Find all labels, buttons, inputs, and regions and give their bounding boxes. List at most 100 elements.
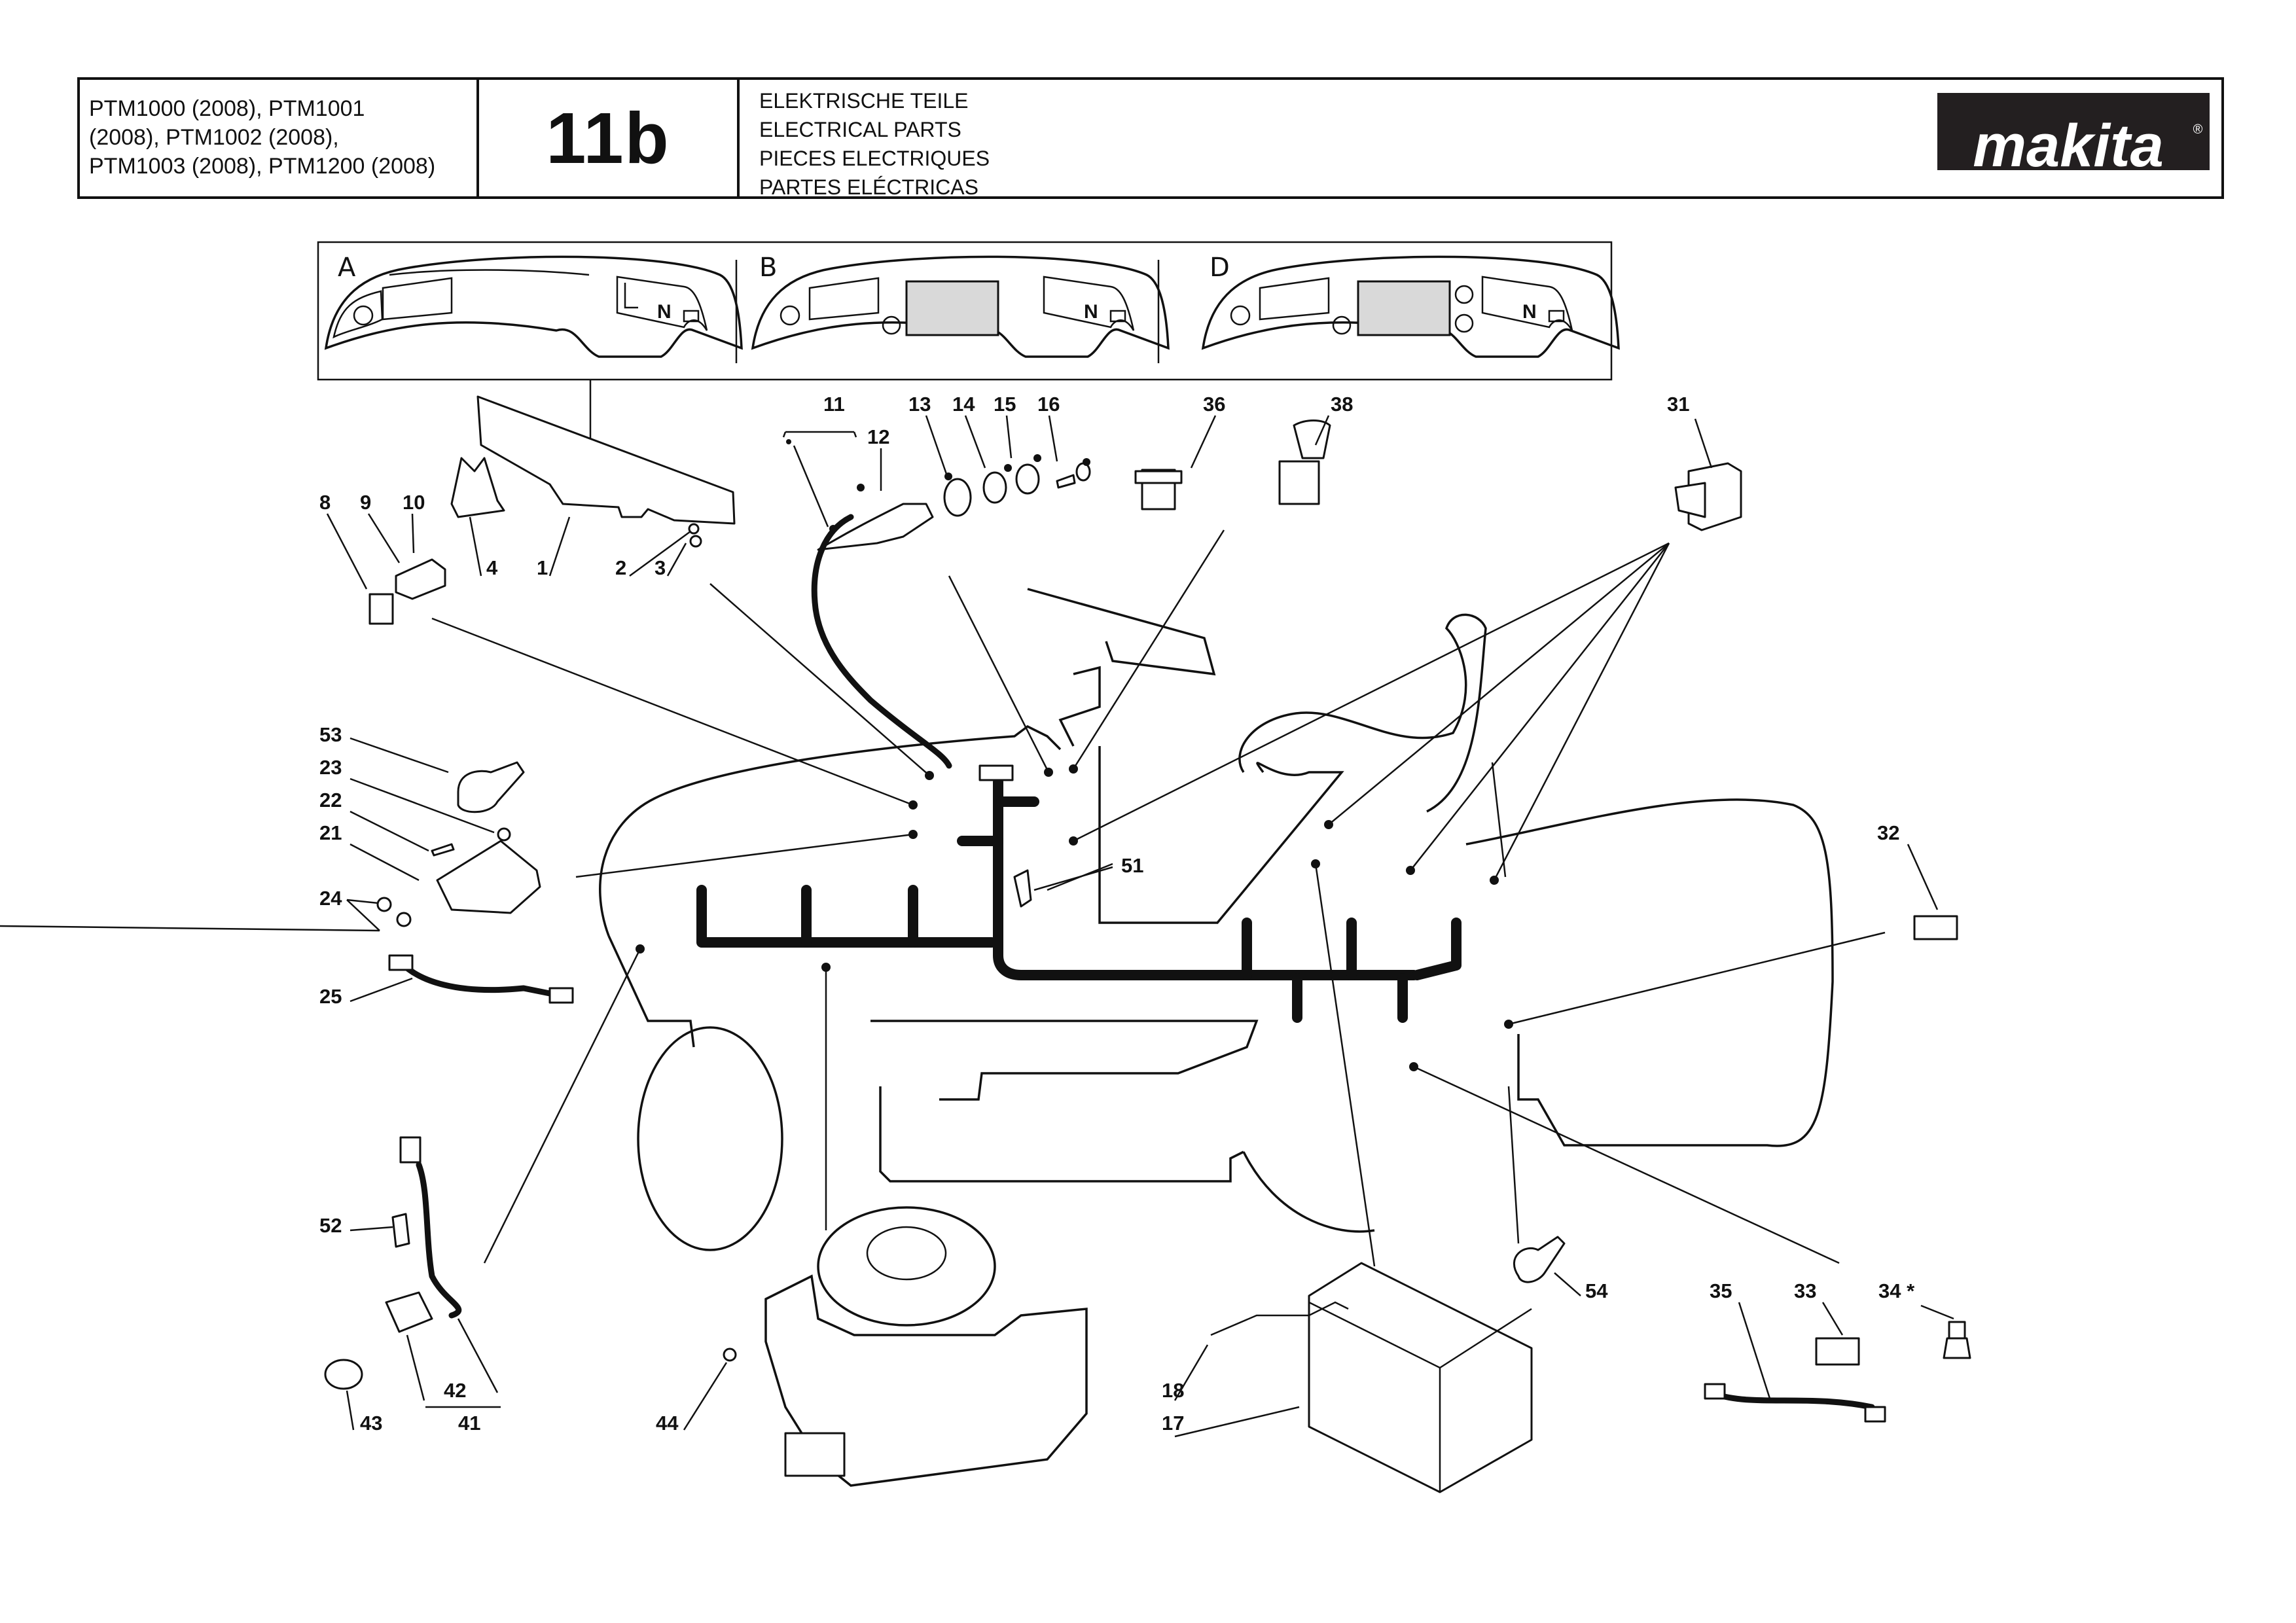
wire-part-35 bbox=[1712, 1391, 1875, 1410]
callout-53: 53 bbox=[319, 723, 342, 746]
switch-part-33 bbox=[1815, 1337, 1860, 1366]
callout-4: 4 bbox=[486, 556, 498, 579]
model-line: PTM1000 (2008), PTM1001 bbox=[89, 96, 365, 121]
callout-51: 51 bbox=[1121, 854, 1143, 877]
variant-letter: D bbox=[1210, 253, 1230, 283]
model-list: PTM1000 (2008), PTM1001 (2008), PTM1002 … bbox=[80, 80, 479, 196]
nut-part-23 bbox=[497, 827, 511, 842]
battery-icon bbox=[683, 310, 700, 323]
callout-15: 15 bbox=[994, 393, 1016, 416]
side-button-upper bbox=[1454, 285, 1474, 304]
title-es: PARTES ELÉCTRICAS bbox=[759, 175, 978, 199]
makita-logo: makita ® bbox=[1937, 93, 2210, 179]
title-de: ELEKTRISCHE TEILE bbox=[759, 89, 969, 113]
callout-52: 52 bbox=[319, 1214, 342, 1237]
callout-54: 54 bbox=[1585, 1279, 1608, 1302]
callout-24: 24 bbox=[319, 887, 342, 910]
leader-lines bbox=[431, 529, 1886, 1267]
callout-38: 38 bbox=[1331, 393, 1353, 416]
callout-16: 16 bbox=[1037, 393, 1060, 416]
solenoid-part-21 bbox=[436, 840, 541, 914]
nut-part-44 bbox=[723, 1347, 737, 1362]
callout-33: 33 bbox=[1794, 1279, 1816, 1302]
terminal-cover-part-54 bbox=[1513, 1236, 1566, 1283]
battery-assembly bbox=[1210, 1236, 1566, 1493]
harness-connector bbox=[978, 764, 1014, 781]
tractor-outline bbox=[599, 588, 1834, 1251]
neutral-icon: N bbox=[1084, 301, 1098, 323]
callout-43: 43 bbox=[360, 1412, 382, 1435]
ring-part-14 bbox=[982, 471, 1007, 504]
solenoid-assembly bbox=[376, 761, 574, 1004]
side-button-lower bbox=[1454, 313, 1474, 333]
callout-34: 34 * bbox=[1878, 1279, 1915, 1302]
clip-part-52 bbox=[391, 1213, 410, 1248]
dashboard-housing bbox=[368, 395, 736, 625]
model-line: (2008), PTM1002 (2008), bbox=[89, 125, 339, 150]
dashboard-variant-b: B N bbox=[751, 253, 1170, 358]
rear-fender bbox=[1465, 798, 1834, 1147]
parking-brake-icon bbox=[353, 305, 374, 326]
nut-part-15 bbox=[1015, 463, 1040, 495]
switch-part-32 bbox=[1913, 915, 1958, 940]
frame-lower bbox=[879, 1086, 1244, 1183]
steering-wheel bbox=[1027, 588, 1216, 676]
callout-3: 3 bbox=[655, 556, 666, 579]
variant-letter: A bbox=[338, 253, 356, 283]
harness-clip-part-51 bbox=[1013, 869, 1032, 908]
callout-10: 10 bbox=[403, 491, 425, 514]
socket-part-42 bbox=[385, 1291, 433, 1333]
pto-knob-part-38 bbox=[1293, 419, 1331, 459]
display-screen bbox=[1357, 280, 1451, 336]
neutral-icon: N bbox=[1522, 301, 1537, 323]
battery-part-17 bbox=[1308, 1262, 1533, 1493]
dashboard-variant-d: D N bbox=[1201, 253, 1620, 358]
bracket-part-4 bbox=[450, 457, 505, 518]
neutral-icon: N bbox=[657, 301, 672, 323]
title-fr: PIECES ELECTRIQUES bbox=[759, 147, 990, 170]
registered-mark: ® bbox=[2193, 122, 2203, 137]
model-line: PTM1003 (2008), PTM1200 (2008) bbox=[89, 154, 436, 179]
callout-leaders bbox=[0, 415, 1954, 1438]
callout-2: 2 bbox=[615, 556, 626, 579]
brand-wordmark: makita bbox=[1973, 113, 2164, 179]
callout-14: 14 bbox=[952, 393, 975, 416]
callout-36: 36 bbox=[1203, 393, 1225, 416]
battery-icon bbox=[1548, 310, 1565, 323]
callout-42: 42 bbox=[444, 1379, 466, 1402]
title-en: ELECTRICAL PARTS bbox=[759, 118, 961, 141]
key-part-16 bbox=[1056, 474, 1076, 489]
callout-35: 35 bbox=[1710, 1279, 1732, 1302]
sensor-part-34 bbox=[1943, 1337, 1971, 1359]
dashboard-variant-a: A N bbox=[324, 253, 743, 358]
callout-41: 41 bbox=[458, 1412, 480, 1435]
nut-part-24 bbox=[376, 897, 392, 912]
engine bbox=[723, 1206, 1088, 1487]
ignition-switch-assembly bbox=[782, 431, 1091, 769]
nut-part-3 bbox=[689, 535, 702, 548]
frame-upper bbox=[870, 1020, 1259, 1101]
callout-11: 11 bbox=[823, 393, 845, 416]
callout-23: 23 bbox=[319, 756, 342, 779]
parking-brake-icon bbox=[780, 305, 800, 326]
callout-9: 9 bbox=[360, 491, 371, 514]
bulb-part-43 bbox=[324, 1359, 363, 1390]
callout-8: 8 bbox=[319, 491, 331, 514]
callout-22: 22 bbox=[319, 789, 342, 812]
connection-points bbox=[636, 764, 1513, 1071]
relay-part-9 bbox=[395, 558, 446, 600]
seat-icon bbox=[624, 283, 638, 309]
mode-button bbox=[1332, 315, 1352, 335]
callout-1: 1 bbox=[537, 556, 548, 579]
title-block: PTM1000 (2008), PTM1001 (2008), PTM1002 … bbox=[77, 77, 2224, 199]
variant-letter: B bbox=[759, 253, 777, 283]
terminal-cover-part-53 bbox=[457, 761, 525, 813]
seat-outline bbox=[1238, 613, 1487, 813]
callout-labels: 1 2 3 4 8 9 10 11 12 13 14 15 16 17 18 2… bbox=[319, 393, 1915, 1435]
wire-part-41 bbox=[416, 1162, 462, 1319]
bezel-part-13 bbox=[943, 478, 972, 517]
callout-25: 25 bbox=[319, 985, 342, 1008]
callout-13: 13 bbox=[908, 393, 931, 416]
parking-brake-icon bbox=[1230, 305, 1251, 326]
